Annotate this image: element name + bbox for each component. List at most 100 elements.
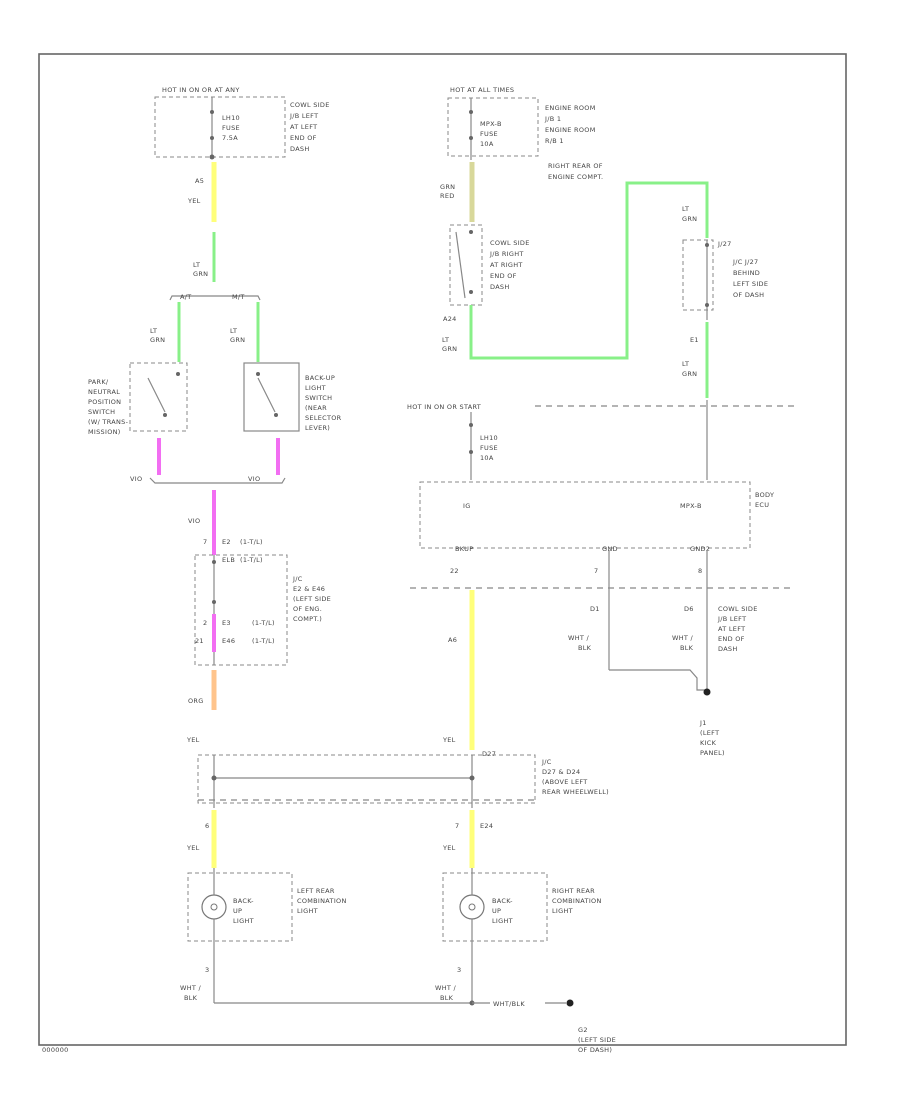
power-right-label: HOT AT ALL TIMES [450, 86, 514, 94]
svg-text:LIGHT: LIGHT [297, 907, 318, 915]
svg-text:(LEFT: (LEFT [700, 729, 719, 737]
wire-label-yel: YEL [187, 197, 201, 205]
svg-text:LH10: LH10 [480, 434, 498, 442]
svg-text:MPX-B: MPX-B [680, 502, 702, 510]
jc-e2-box [194, 554, 288, 666]
ground-j1-point [703, 688, 711, 696]
svg-text:YEL: YEL [186, 736, 200, 744]
svg-text:OF DASH): OF DASH) [578, 1046, 612, 1054]
svg-text:(1-T/L): (1-T/L) [240, 556, 263, 564]
svg-text:GRN: GRN [193, 270, 208, 278]
svg-text:IG: IG [463, 502, 471, 510]
svg-text:SWITCH: SWITCH [88, 408, 115, 416]
svg-text:A6: A6 [448, 636, 457, 644]
svg-text:GRN: GRN [682, 370, 697, 378]
pn-switch-box [129, 362, 188, 432]
svg-text:(LEFT SIDE: (LEFT SIDE [578, 1036, 616, 1044]
svg-text:GRN: GRN [150, 336, 165, 344]
cowl-right-desc: COWL SIDE J/B RIGHT AT RIGHT END OF DASH [489, 239, 530, 291]
svg-text:LIGHT: LIGHT [233, 917, 254, 925]
svg-text:VIO: VIO [248, 475, 260, 483]
svg-text:E1: E1 [690, 336, 699, 344]
svg-text:WHT /: WHT / [568, 634, 590, 642]
jc-d27-box [197, 754, 536, 804]
jc-j27-box [682, 239, 714, 311]
svg-text:GND: GND [602, 545, 618, 553]
svg-text:J/B 1: J/B 1 [544, 115, 561, 123]
left-bulb-icon [201, 894, 227, 920]
svg-text:E46: E46 [222, 637, 235, 645]
backup-switch-label: BACK-UP LIGHT SWITCH (NEAR SELECTOR LEVE… [305, 374, 341, 432]
svg-text:E2 & E46: E2 & E46 [293, 585, 325, 593]
fuse-left-text: LH10 FUSE 7.5A [222, 114, 240, 142]
svg-text:E24: E24 [480, 822, 493, 830]
left-lamp-text: BACK- UP LIGHT [233, 897, 254, 925]
svg-text:(1-T/L): (1-T/L) [252, 637, 275, 645]
wire-label-a5: A5 [195, 177, 204, 185]
svg-text:GRN: GRN [440, 183, 455, 191]
left-lamp-box [187, 872, 293, 942]
svg-text:AT LEFT: AT LEFT [290, 123, 317, 131]
svg-text:J/C: J/C [541, 758, 552, 766]
svg-text:YEL: YEL [442, 736, 456, 744]
right-lamp-label: RIGHT REAR COMBINATION LIGHT [552, 887, 602, 915]
cowl-right-box [449, 224, 483, 306]
cowl-right-link [455, 231, 466, 299]
svg-text:7.5A: 7.5A [222, 134, 238, 142]
svg-text:(1-T/L): (1-T/L) [252, 619, 275, 627]
svg-text:A24: A24 [443, 315, 457, 323]
jc-j27-label: J/C J/27 BEHIND LEFT SIDE OF DASH [732, 258, 768, 299]
svg-text:RIGHT REAR: RIGHT REAR [552, 887, 595, 895]
svg-text:D27 & D24: D27 & D24 [542, 768, 580, 776]
svg-text:ORG: ORG [188, 697, 204, 705]
body-ecu-box [419, 481, 751, 549]
svg-text:10A: 10A [480, 454, 494, 462]
fuse-right-box [447, 97, 539, 157]
svg-text:AT RIGHT: AT RIGHT [490, 261, 523, 269]
backup-switch-contact [257, 377, 276, 413]
power-mid-label: HOT IN ON OR START [407, 403, 481, 411]
svg-text:SWITCH: SWITCH [305, 394, 332, 402]
svg-text:REAR WHEELWELL): REAR WHEELWELL) [542, 788, 609, 796]
svg-text:YEL: YEL [442, 844, 456, 852]
svg-text:J/C: J/C [292, 575, 303, 583]
svg-text:FUSE: FUSE [222, 124, 240, 132]
svg-text:3: 3 [205, 966, 209, 974]
cowl-left-desc: COWL SIDE J/B LEFT AT LEFT END OF DASH [717, 605, 757, 653]
svg-text:KICK: KICK [700, 739, 717, 747]
backup-switch-box [243, 362, 300, 432]
wire-green-loop [469, 181, 709, 360]
svg-text:(1-T/L): (1-T/L) [240, 538, 263, 546]
svg-text:PARK/: PARK/ [88, 378, 109, 386]
svg-text:LIGHT: LIGHT [492, 917, 513, 925]
svg-text:UP: UP [492, 907, 501, 915]
svg-text:E2: E2 [222, 538, 231, 546]
svg-text:COWL SIDE: COWL SIDE [490, 239, 530, 247]
svg-text:G2: G2 [578, 1026, 588, 1034]
right-bulb-icon [459, 894, 485, 920]
svg-text:ENGINE COMPT.: ENGINE COMPT. [548, 173, 603, 181]
svg-text:R/B 1: R/B 1 [545, 137, 564, 145]
svg-text:LEFT REAR: LEFT REAR [297, 887, 335, 895]
svg-text:COMBINATION: COMBINATION [552, 897, 602, 905]
svg-text:7: 7 [594, 567, 598, 575]
svg-text:J/C J/27: J/C J/27 [732, 258, 759, 266]
svg-text:BLK: BLK [680, 644, 694, 652]
svg-text:BODY: BODY [755, 491, 774, 499]
svg-text:J/B LEFT: J/B LEFT [289, 112, 318, 120]
fuse-mid-text: LH10 FUSE 10A [480, 434, 498, 462]
svg-text:GND2: GND2 [690, 545, 710, 553]
svg-text:BLK: BLK [440, 994, 454, 1002]
svg-text:LT: LT [442, 336, 449, 344]
svg-text:BACK-: BACK- [492, 897, 513, 905]
svg-text:7: 7 [203, 538, 207, 546]
diagram-frame [38, 53, 847, 1046]
svg-text:BEHIND: BEHIND [733, 269, 760, 277]
merge-bar [149, 477, 286, 484]
left-lamp-label: LEFT REAR COMBINATION LIGHT [297, 887, 346, 915]
svg-text:ECU: ECU [755, 501, 769, 509]
svg-text:LT: LT [193, 261, 200, 269]
svg-text:BKUP: BKUP [455, 545, 473, 553]
svg-text:LT: LT [150, 327, 157, 335]
